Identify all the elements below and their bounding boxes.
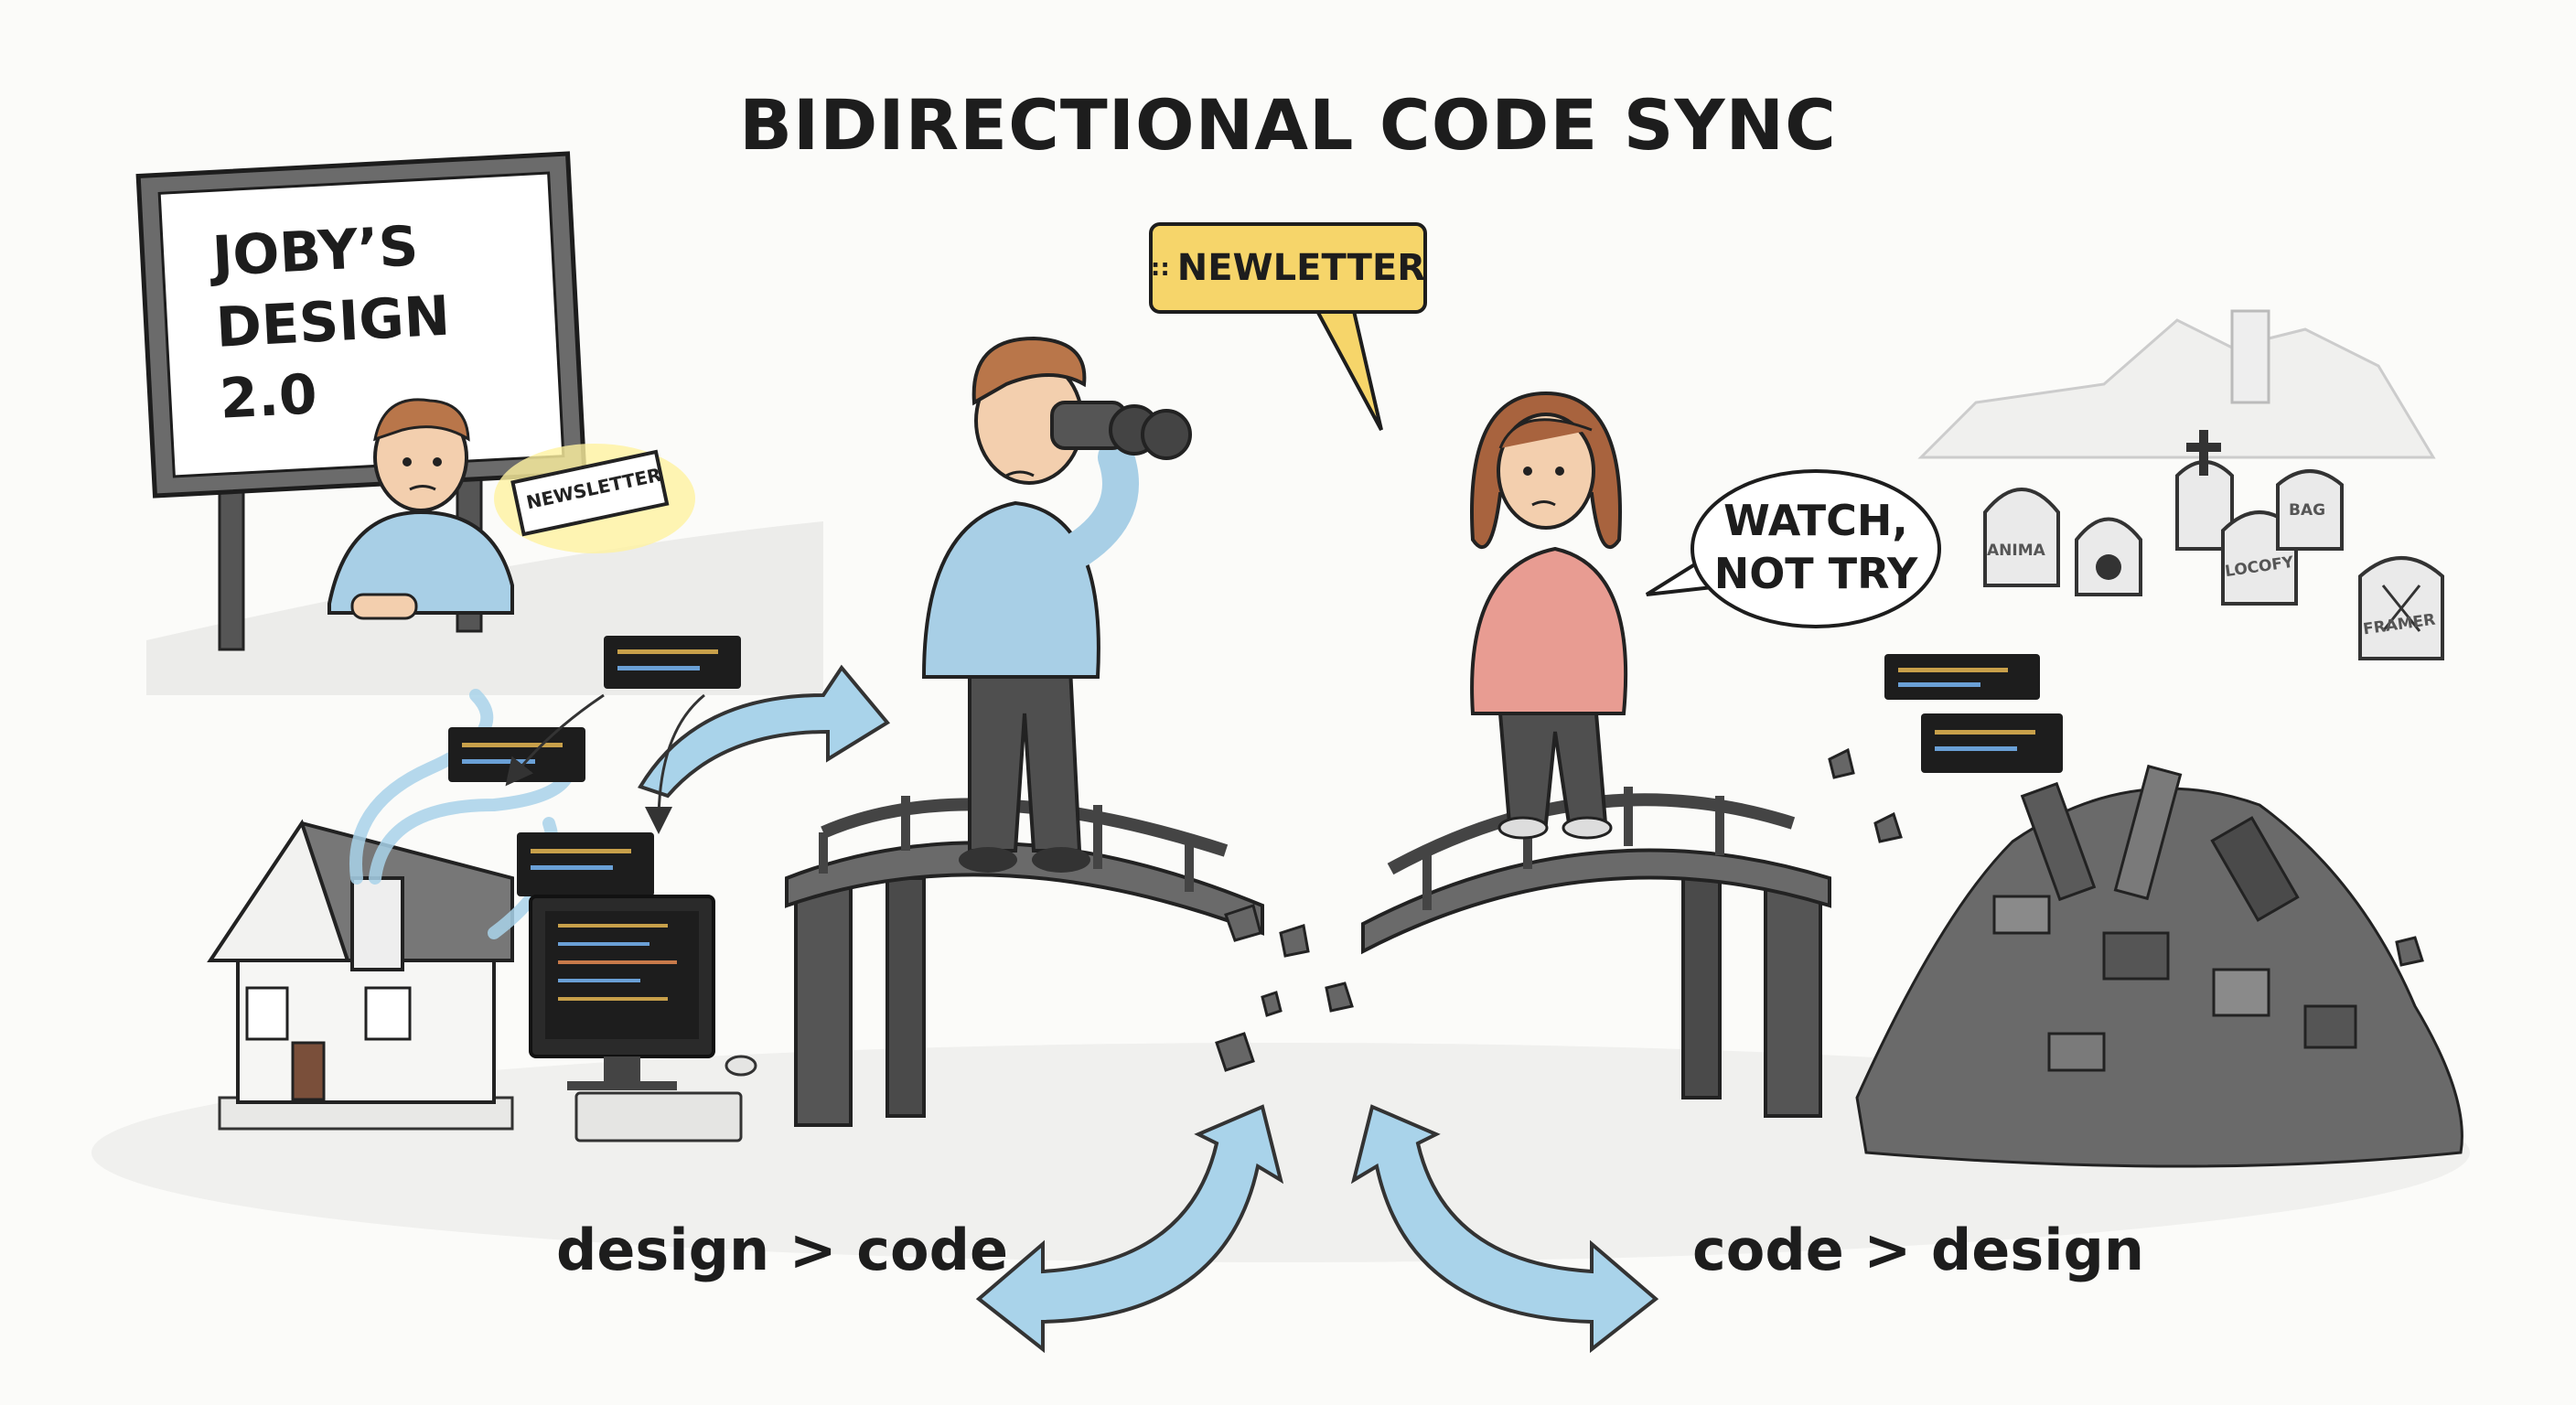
page-title: BIDIRECTIONAL CODE SYNC <box>739 84 1837 166</box>
person-holding-newsletter <box>327 398 514 620</box>
woman-standing <box>1470 391 1628 840</box>
billboard <box>135 151 587 651</box>
blue-arrow-right <box>1350 1104 1659 1354</box>
yellow-bubble-text: :: NEWLETTER <box>1151 224 1425 312</box>
watch-line-1: WATCH, <box>1723 496 1908 545</box>
right-bridge <box>1361 787 1831 1118</box>
man-with-binoculars <box>921 336 1192 873</box>
caption-design-to-code: design > code <box>556 1217 1009 1283</box>
yellow-speech-bubble <box>1149 222 1427 431</box>
blue-arrow-top <box>638 664 891 799</box>
caption-code-to-design: code > design <box>1692 1217 2145 1283</box>
computer <box>529 895 757 1142</box>
bubble-label: NEWLETTER <box>1176 247 1426 289</box>
code-cards-right <box>1884 654 2063 773</box>
house <box>207 819 514 1131</box>
newsletter-card <box>494 444 695 553</box>
watch-bubble-text: WATCH, NOT TRY <box>1711 494 1921 600</box>
bubble-dots: :: <box>1150 254 1170 282</box>
watch-speech-bubble <box>1645 469 1941 628</box>
billboard-line-2: DESIGN 2.0 <box>214 284 452 432</box>
blue-arrow-left <box>975 1104 1284 1354</box>
billboard-text: JOBY’S DESIGN 2.0 <box>210 203 569 435</box>
graveyard <box>1917 309 2444 660</box>
tombstone-bag: BAG <box>2289 501 2326 520</box>
tombstone-anima: ANIMA <box>1987 542 2045 560</box>
watch-line-2: NOT TRY <box>1713 549 1918 598</box>
flow-lines <box>505 693 705 834</box>
code-cards-left <box>448 636 741 896</box>
broken-debris <box>1215 904 1354 1072</box>
rubble-pile <box>1828 747 2463 1168</box>
